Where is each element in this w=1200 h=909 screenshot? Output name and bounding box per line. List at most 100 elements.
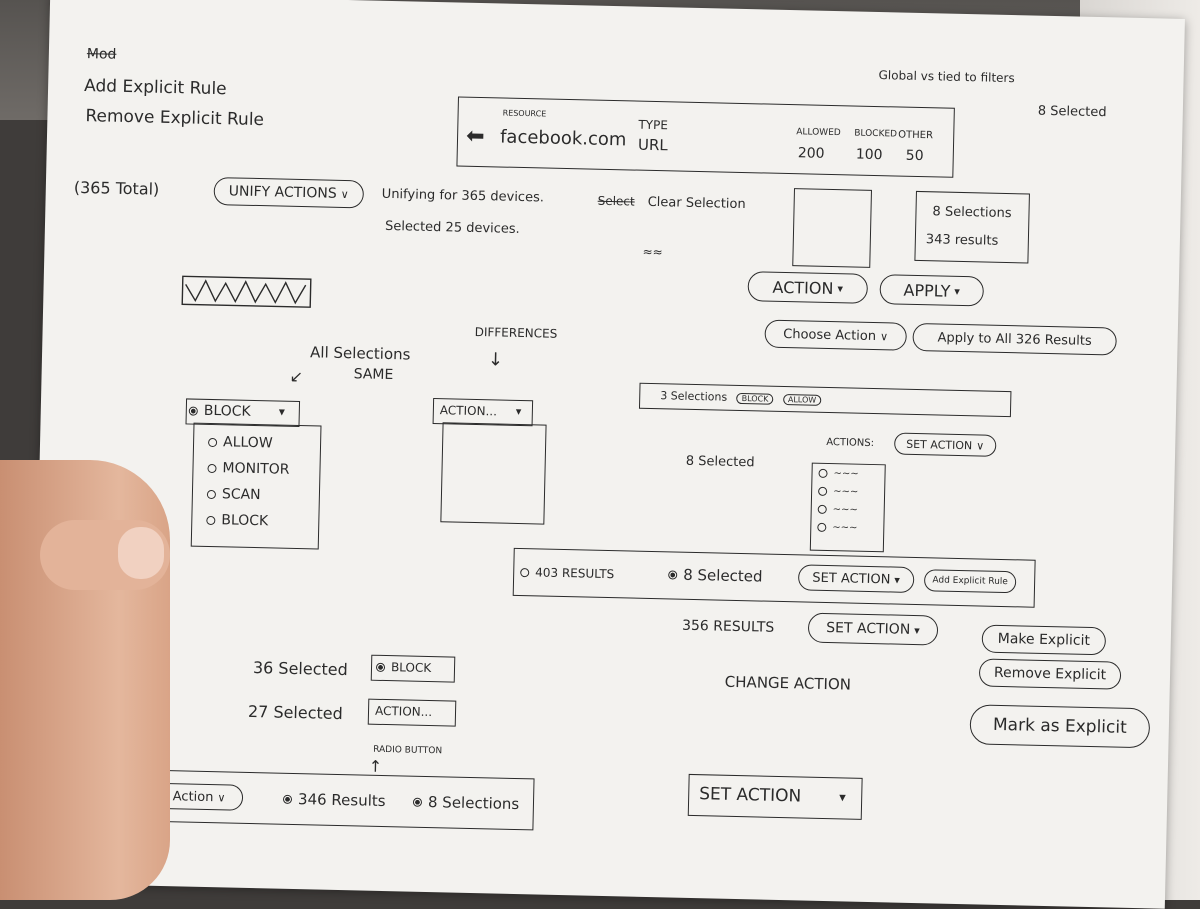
placeholder-box: [792, 188, 872, 268]
selections-bar-text: 3 Selections BLOCK ALLOW: [660, 389, 822, 406]
blocked-value: 100: [855, 146, 883, 164]
menu-item[interactable]: ~~~: [818, 486, 858, 498]
action-dropdown-value: ACTION...: [439, 403, 498, 419]
block-small-label: BLOCK: [375, 660, 431, 675]
arrow-up-icon: ↑: [368, 756, 383, 776]
block-tag[interactable]: BLOCK: [736, 392, 774, 405]
results-set-action-label: SET ACTION: [812, 570, 891, 587]
add-explicit-rule-button[interactable]: Add Explicit Rule: [923, 569, 1017, 594]
radio-icon: [188, 405, 198, 416]
option-monitor[interactable]: MONITOR: [207, 460, 290, 478]
actions-label: ACTIONS:: [826, 436, 875, 450]
remove-explicit-button[interactable]: Remove Explicit: [978, 658, 1122, 690]
results-bar-selected: 8 Selected: [668, 565, 763, 586]
option-block[interactable]: BLOCK: [206, 512, 268, 529]
radio-icon: [207, 463, 217, 473]
resource-card: ⬅ RESOURCE facebook.com TYPE URL ALLOWED…: [456, 96, 955, 178]
results-set-action-button[interactable]: SET ACTION ▾: [797, 564, 915, 593]
option-scan[interactable]: SCAN: [206, 486, 261, 503]
actions-menu-list: ~~~ ~~~ ~~~ ~~~: [809, 462, 886, 553]
arrow-down-icon: ↓: [487, 349, 504, 371]
unify-actions-button[interactable]: UNIFY ACTIONS ∨: [213, 177, 365, 209]
radio-icon: [520, 568, 530, 578]
radio-icon: [818, 468, 828, 478]
mark-explicit-button[interactable]: Mark as Explicit: [969, 704, 1151, 749]
back-arrow-icon[interactable]: ⬅: [465, 123, 485, 150]
bottom-results-radio[interactable]: 346 Results: [282, 790, 386, 810]
chevron-down-icon: ∨: [340, 187, 349, 201]
allow-tag[interactable]: ALLOW: [782, 393, 822, 406]
selected-note: Selected 25 devices.: [384, 218, 520, 237]
allowed-label: ALLOWED: [796, 127, 841, 139]
choose-action-button[interactable]: Choose Action ∨: [764, 319, 907, 351]
differences-annotation: DIFFERENCES: [474, 324, 558, 341]
chevron-down-icon: ▾: [837, 281, 844, 295]
set-action-small-button[interactable]: SET ACTION ∨: [893, 432, 997, 457]
action-label: ACTION: [772, 277, 834, 298]
chevron-down-icon: ∨: [217, 790, 226, 804]
clear-selection-link[interactable]: Clear Selection: [647, 194, 746, 213]
other-label: OTHER: [898, 129, 934, 142]
radio-button-annotation: RADIO BUTTON: [373, 744, 443, 757]
action-small-button[interactable]: ACTION...: [367, 698, 457, 727]
arrow-icon: ↙: [289, 366, 304, 387]
big-set-action-label: SET ACTION: [699, 784, 802, 807]
total-count: (365 Total): [73, 177, 160, 199]
block-dropdown-value: BLOCK: [188, 402, 251, 420]
chevron-down-icon: ▾: [954, 284, 961, 298]
radio-icon: [206, 515, 216, 525]
apply-button[interactable]: APPLY ▾: [879, 274, 985, 307]
radio-icon: [208, 437, 218, 447]
action-small-label: ACTION...: [374, 703, 433, 720]
results-356-label: 356 RESULTS: [681, 617, 775, 636]
radio-icon: [817, 522, 827, 532]
big-set-action-button[interactable]: SET ACTION ▾: [687, 773, 863, 820]
unify-note: Unifying for 365 devices.: [381, 186, 545, 206]
radio-icon: [375, 662, 386, 673]
global-annotation: Global vs tied to filters: [878, 68, 1015, 86]
results-bar-count: 403 RESULTS: [520, 565, 614, 581]
radio-icon: [412, 797, 423, 807]
option-allow[interactable]: ALLOW: [208, 434, 273, 451]
radio-icon: [668, 570, 678, 580]
type-label: TYPE: [638, 117, 669, 133]
results-bar: 403 RESULTS 8 Selected SET ACTION ▾ Add …: [512, 547, 1036, 608]
other-value: 50: [905, 147, 924, 165]
thumbnail: [118, 527, 164, 579]
menu-item[interactable]: ~~~: [817, 522, 858, 534]
chevron-down-icon: ▾: [278, 404, 285, 419]
resource-label: RESOURCE: [502, 108, 547, 119]
apply-label: APPLY: [903, 280, 951, 301]
bottom-selections-radio[interactable]: 8 Selections: [412, 793, 519, 813]
chevron-down-icon: ▾: [894, 573, 901, 587]
radio-icon: [206, 489, 217, 499]
menu-item[interactable]: ~~~: [818, 468, 859, 480]
apply-all-button[interactable]: Apply to All 326 Results: [912, 322, 1117, 356]
radio-icon: [282, 794, 293, 804]
action-button[interactable]: ACTION ▾: [747, 271, 869, 304]
block-small-button[interactable]: BLOCK: [370, 654, 456, 683]
set-action-356-label: SET ACTION: [826, 620, 911, 638]
action-dropdown-menu: [440, 422, 547, 525]
all-selections-annotation: All Selections: [309, 343, 411, 364]
selections-count: 8 Selections: [932, 204, 1012, 222]
top-selected-count: 8 Selected: [1037, 103, 1107, 121]
set-action-small-label: SET ACTION: [906, 437, 973, 452]
chevron-down-icon: ▾: [914, 623, 920, 637]
results-count: 343 results: [925, 232, 999, 249]
sketch-paper: Mod Add Explicit Rule Remove Explicit Ru…: [30, 0, 1185, 909]
remove-explicit-rule-note: Remove Explicit Rule: [85, 106, 265, 131]
radio-icon: [817, 504, 827, 514]
unify-actions-label: UNIFY ACTIONS: [228, 183, 337, 202]
struck-select-text: Select: [597, 193, 635, 209]
blocked-label: BLOCKED: [854, 128, 898, 140]
menu-item[interactable]: ~~~: [817, 504, 858, 516]
struck-scribble: Mod: [86, 46, 117, 63]
same-annotation: SAME: [353, 366, 394, 384]
set-action-356-button[interactable]: SET ACTION ▾: [807, 612, 939, 646]
make-explicit-button[interactable]: Make Explicit: [981, 624, 1107, 656]
radio-icon: [818, 486, 828, 496]
chevron-down-icon: ▾: [515, 404, 522, 419]
add-explicit-rule-note: Add Explicit Rule: [83, 76, 227, 100]
type-value: URL: [637, 135, 668, 155]
